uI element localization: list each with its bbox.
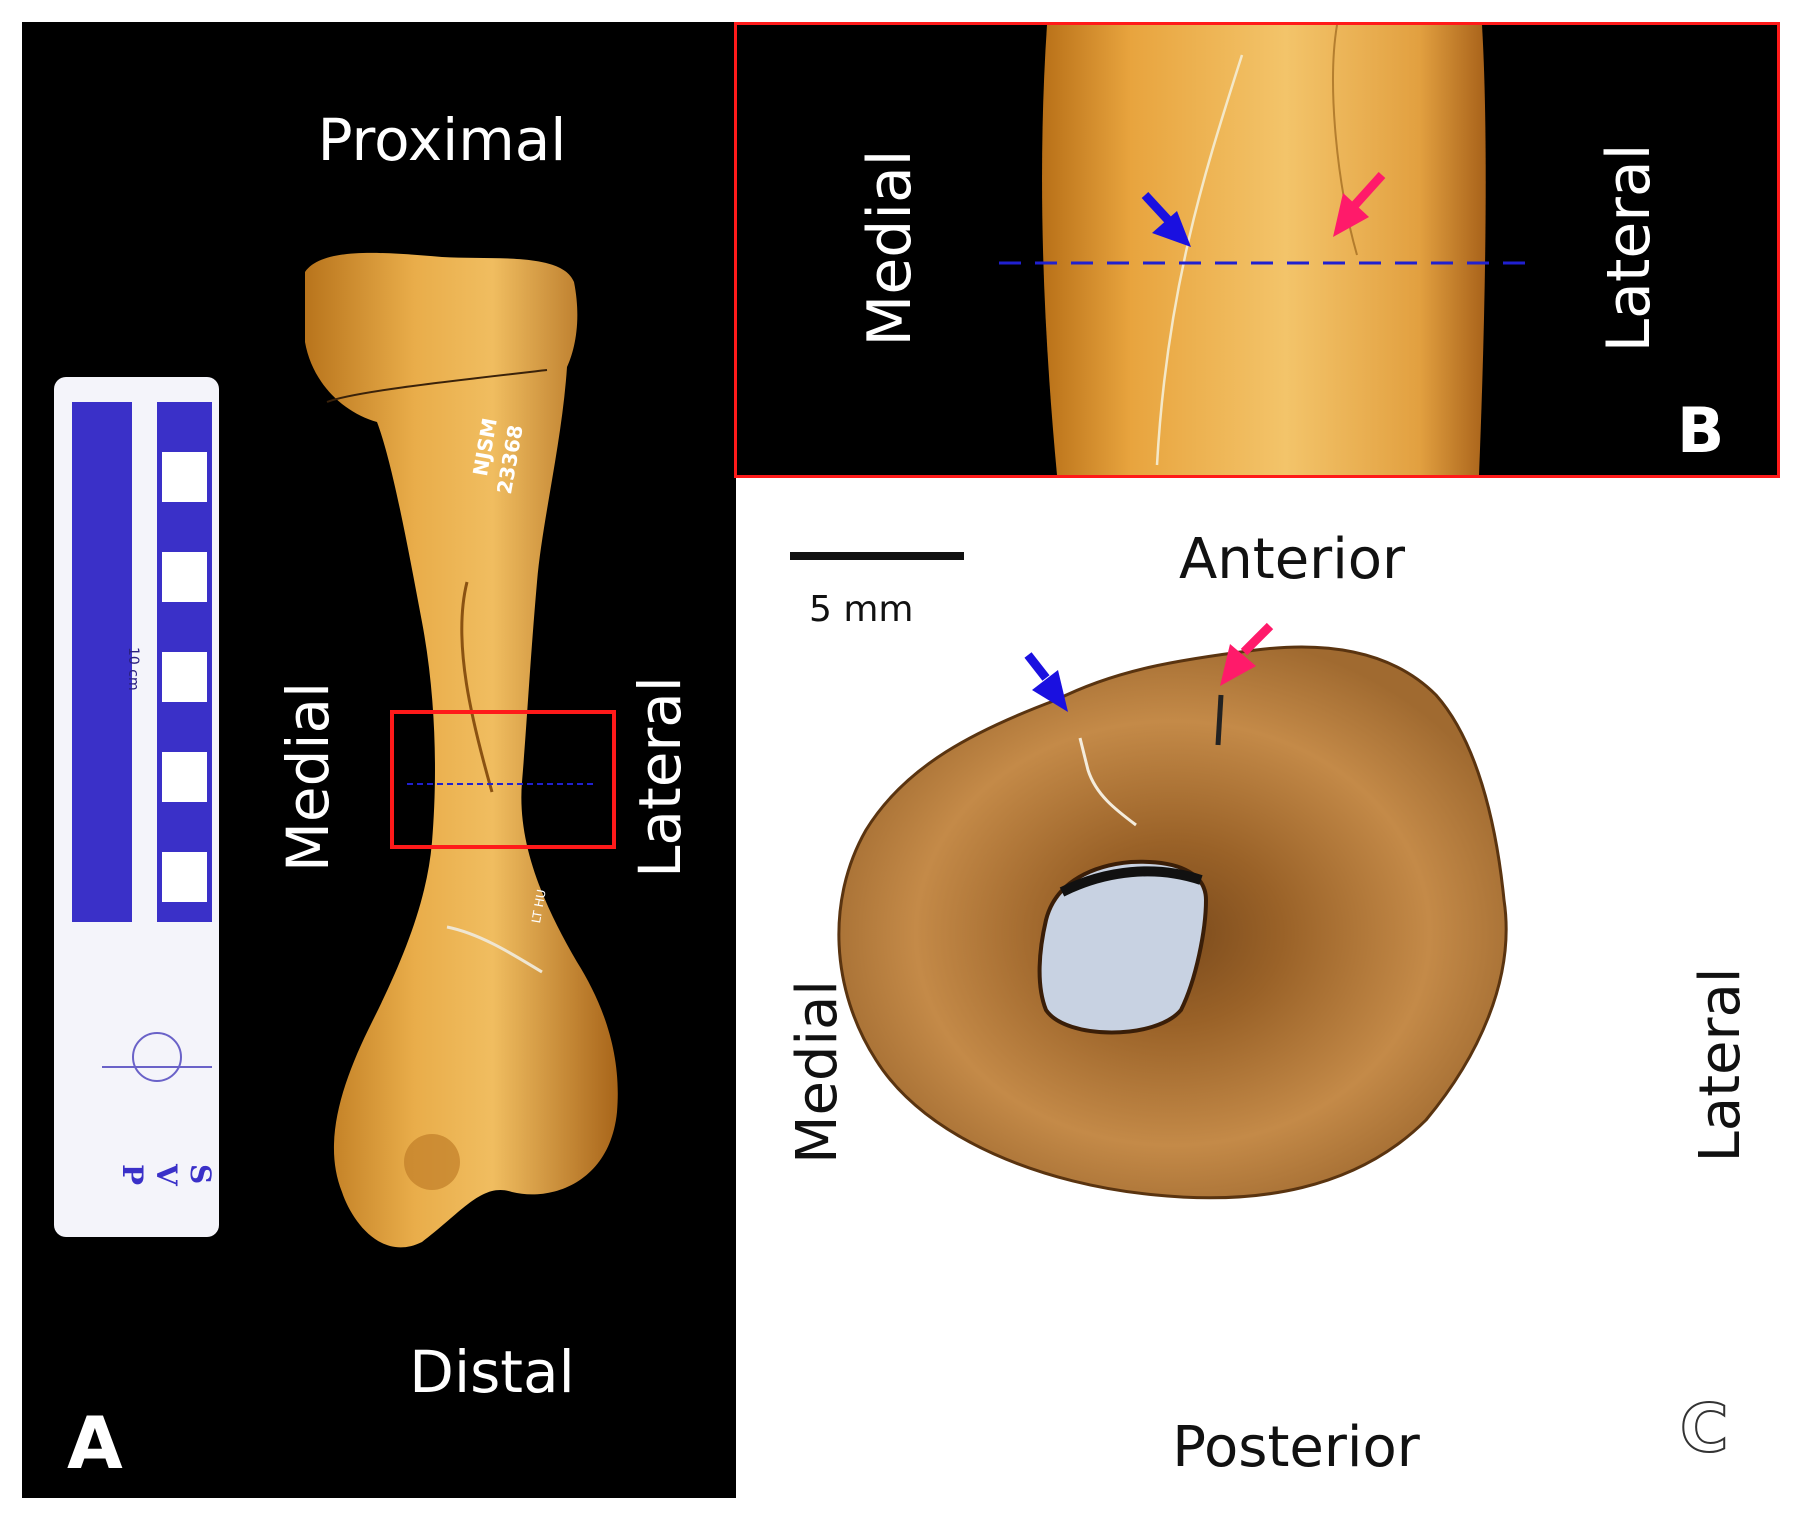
bone-closeup-image <box>1042 25 1486 475</box>
medullary-cavity <box>1037 859 1209 1035</box>
scale-bar-label: 10 cm <box>125 647 141 691</box>
scale-bar-label: 5 mm <box>809 589 914 630</box>
humerus-bone-image <box>305 252 618 1248</box>
panel-letter-a: A <box>67 1401 123 1485</box>
pink-arrow-icon <box>1333 171 1386 237</box>
label-lateral: Lateral <box>1594 143 1664 353</box>
label-medial: Medial <box>785 980 850 1164</box>
panel-c: 5 mm Anterior Posterior Medial Lateral C <box>736 480 1780 1500</box>
panel-a-graphics <box>54 252 618 1248</box>
panel-letter-b: B <box>1677 394 1725 467</box>
label-lateral: Lateral <box>626 676 694 878</box>
label-distal: Distal <box>409 1338 575 1406</box>
scale-bar-letter-p: P <box>116 1164 149 1186</box>
panel-b: Medial Lateral B <box>734 22 1780 478</box>
blue-arrow-icon <box>1024 652 1068 712</box>
label-lateral: Lateral <box>1688 967 1753 1163</box>
scale-bar-card <box>54 377 219 1237</box>
label-posterior: Posterior <box>1172 1415 1420 1480</box>
label-medial: Medial <box>274 681 342 873</box>
scale-bar-logo-icon <box>132 1032 182 1082</box>
scale-bar-letter-s: S <box>184 1164 217 1185</box>
scale-bar-letter-v: V <box>150 1164 183 1186</box>
pink-arrow-icon <box>1220 622 1274 686</box>
blue-arrow-icon <box>1141 191 1191 247</box>
label-anterior: Anterior <box>1178 527 1406 592</box>
label-proximal: Proximal <box>317 106 567 174</box>
panel-a: Proximal Distal Medial Lateral NJSM 2336… <box>22 22 736 1498</box>
scale-bar-solid-strip <box>72 402 132 922</box>
bone-cross-section-image <box>837 645 1508 1200</box>
label-medial: Medial <box>855 149 925 347</box>
highlight-box <box>390 710 616 849</box>
panel-letter-c: C <box>1679 1390 1729 1467</box>
panel-c-graphics <box>790 552 1508 1200</box>
panel-b-graphics <box>999 25 1532 475</box>
